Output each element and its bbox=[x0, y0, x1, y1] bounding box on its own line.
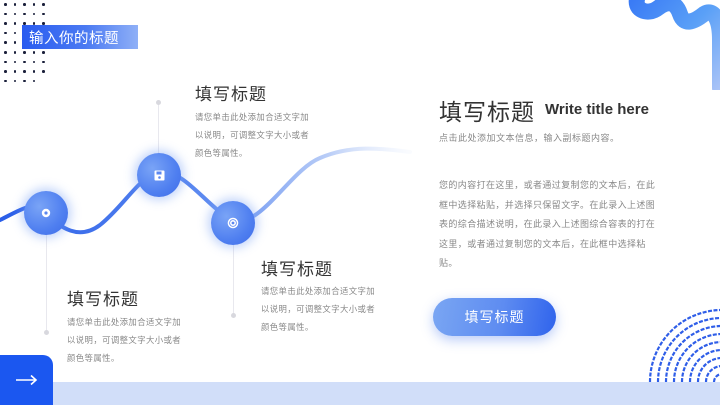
grid-dot bbox=[42, 22, 45, 25]
timeline-node-2[interactable] bbox=[137, 153, 181, 197]
dot-grid-decoration bbox=[4, 3, 52, 83]
disc-icon bbox=[40, 207, 52, 219]
arrow-right-icon bbox=[15, 371, 39, 390]
grid-dot bbox=[42, 70, 45, 73]
connector-dot bbox=[156, 100, 161, 105]
cd-icon bbox=[227, 217, 239, 229]
connector-dot bbox=[44, 330, 49, 335]
main-title: 填写标题 bbox=[439, 100, 535, 126]
grid-dot bbox=[32, 70, 35, 73]
connector-line bbox=[158, 102, 159, 157]
next-button[interactable] bbox=[0, 355, 53, 405]
grid-dot bbox=[42, 3, 45, 6]
grid-dot bbox=[4, 79, 7, 83]
grid-dot bbox=[4, 31, 7, 35]
arc-ring bbox=[656, 316, 720, 382]
node-3-title: 填写标题 bbox=[261, 260, 333, 280]
floppy-disk-icon bbox=[153, 169, 165, 181]
grid-dot bbox=[13, 3, 16, 6]
grid-dot bbox=[23, 3, 26, 6]
grid-dot bbox=[4, 3, 7, 6]
grid-dot bbox=[13, 12, 16, 16]
grid-dot bbox=[13, 31, 16, 35]
node-2-text: 请您单击此处添加合适文字加以说明，可调整文字大小或者颜色等属性。 bbox=[195, 112, 310, 158]
grid-dot bbox=[13, 41, 16, 44]
grid-dot bbox=[4, 22, 7, 25]
timeline-node-1[interactable] bbox=[24, 191, 68, 235]
fill-title-button[interactable]: 填写标题 bbox=[433, 298, 556, 336]
grid-dot bbox=[23, 60, 26, 64]
timeline-node-3[interactable] bbox=[211, 201, 255, 245]
grid-dot bbox=[23, 12, 26, 16]
node-1-text: 请您单击此处添加合适文字加以说明，可调整文字大小或者颜色等属性。 bbox=[67, 317, 182, 363]
arc-ring bbox=[688, 349, 720, 382]
grid-dot bbox=[4, 12, 7, 16]
grid-dot bbox=[13, 70, 16, 73]
grid-dot bbox=[23, 70, 26, 73]
connector-dot bbox=[231, 313, 236, 318]
ribbon-decoration bbox=[628, 0, 720, 90]
grid-dot bbox=[32, 60, 35, 64]
concentric-arcs-decoration bbox=[648, 308, 720, 382]
connector-line bbox=[46, 233, 47, 331]
arc-ring bbox=[696, 357, 720, 382]
node-1-title: 填写标题 bbox=[67, 290, 139, 310]
arc-ring bbox=[712, 373, 720, 382]
grid-dot bbox=[4, 60, 7, 64]
header-title-bar bbox=[22, 25, 138, 49]
grid-dot bbox=[23, 22, 26, 25]
grid-dot bbox=[23, 79, 26, 83]
body-text: 您的内容打在这里，或者通过复制您的文本后，在此框中选择粘贴，并选择只保留文字。在… bbox=[439, 181, 656, 270]
grid-dot bbox=[32, 12, 35, 16]
arc-ring bbox=[648, 308, 720, 382]
grid-dot bbox=[32, 51, 35, 54]
grid-dot bbox=[32, 22, 35, 25]
subtitle: 点击此处添加文本信息，输入副标题内容。 bbox=[439, 134, 620, 144]
grid-dot bbox=[13, 79, 16, 83]
grid-dot bbox=[13, 51, 16, 54]
grid-dot bbox=[32, 3, 35, 6]
grid-dot bbox=[42, 51, 45, 54]
node-2-title: 填写标题 bbox=[195, 85, 267, 105]
arc-ring bbox=[664, 325, 720, 382]
grid-dot bbox=[13, 60, 16, 64]
grid-dot bbox=[32, 79, 35, 83]
node-3-text: 请您单击此处添加合适文字加以说明，可调整文字大小或者颜色等属性。 bbox=[261, 286, 376, 332]
connector-line bbox=[233, 244, 234, 316]
grid-dot bbox=[4, 51, 7, 54]
main-title-english: Write title here bbox=[545, 101, 649, 118]
arc-ring bbox=[680, 341, 720, 382]
footer-band bbox=[53, 382, 720, 405]
grid-dot bbox=[42, 12, 45, 16]
arc-ring bbox=[672, 333, 720, 382]
grid-dot bbox=[4, 41, 7, 44]
grid-dot bbox=[13, 22, 16, 25]
grid-dot bbox=[4, 70, 7, 73]
grid-dot bbox=[23, 51, 26, 54]
grid-dot bbox=[42, 60, 45, 64]
header-title: 输入你的标题 bbox=[29, 31, 119, 47]
